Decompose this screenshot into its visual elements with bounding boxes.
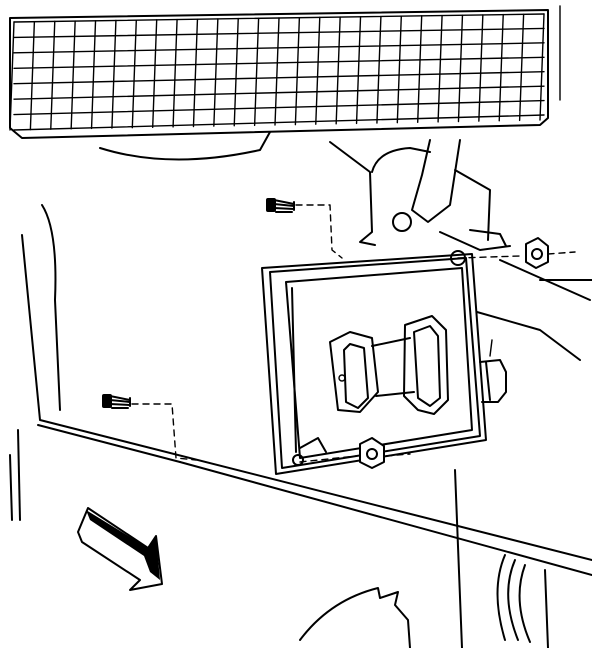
pedal-grid-line	[539, 13, 545, 121]
pedal-grid-line	[111, 19, 117, 129]
pedal-grid-line	[13, 56, 545, 69]
pedal-grid-line	[213, 18, 219, 127]
pedal-grid-line	[498, 13, 504, 122]
pedal-grid-line	[131, 19, 138, 129]
pedal-grid-line	[172, 18, 178, 128]
pedal-grid-line	[192, 18, 199, 128]
pedal-grid-line	[13, 42, 545, 54]
pedal-grid-line	[437, 14, 443, 123]
module-nut	[457, 237, 576, 269]
pedal-grid-line	[13, 27, 545, 39]
pedal-grid-line	[253, 17, 260, 127]
pedal-grid-line	[70, 20, 76, 130]
pedal-grid-line	[416, 15, 423, 124]
pedal-grid-line	[13, 71, 545, 85]
module-bolt	[102, 394, 197, 461]
accelerator-pedal	[9, 5, 561, 161]
module-stud	[479, 339, 507, 403]
pedal-grid-line	[335, 16, 341, 125]
pedal-grid-line	[355, 16, 362, 125]
pedal-grid-line	[9, 21, 15, 131]
pedal-grid-line	[294, 16, 301, 126]
pedal-grid-line	[518, 13, 525, 122]
pedal-grid-line	[233, 17, 239, 127]
floor-panel	[9, 204, 592, 648]
pedal-grid-line	[151, 19, 158, 129]
pedal-grid-line	[13, 99, 545, 116]
pedal-grid-line	[274, 17, 280, 126]
pedal-grid-line	[29, 20, 36, 131]
pedal-grid-line	[13, 13, 545, 23]
pedal-grid-line	[457, 14, 464, 123]
module-nut	[299, 437, 411, 469]
pedal-bracket	[329, 139, 592, 361]
pedal-grid-line	[478, 14, 484, 122]
module-bolt	[266, 198, 343, 259]
pedal-grid-line	[13, 85, 545, 100]
pedal-grid-line	[13, 114, 545, 131]
module-connector	[329, 315, 449, 415]
pedal-grid	[9, 13, 545, 131]
pedal-grid-line	[90, 20, 97, 130]
front-of-vehicle-arrow	[77, 507, 163, 591]
pedal-grid-line	[315, 16, 321, 125]
pedal-grid-line	[376, 15, 382, 124]
pedal-grid-line	[50, 20, 56, 130]
pedal-grid-line	[396, 15, 403, 124]
